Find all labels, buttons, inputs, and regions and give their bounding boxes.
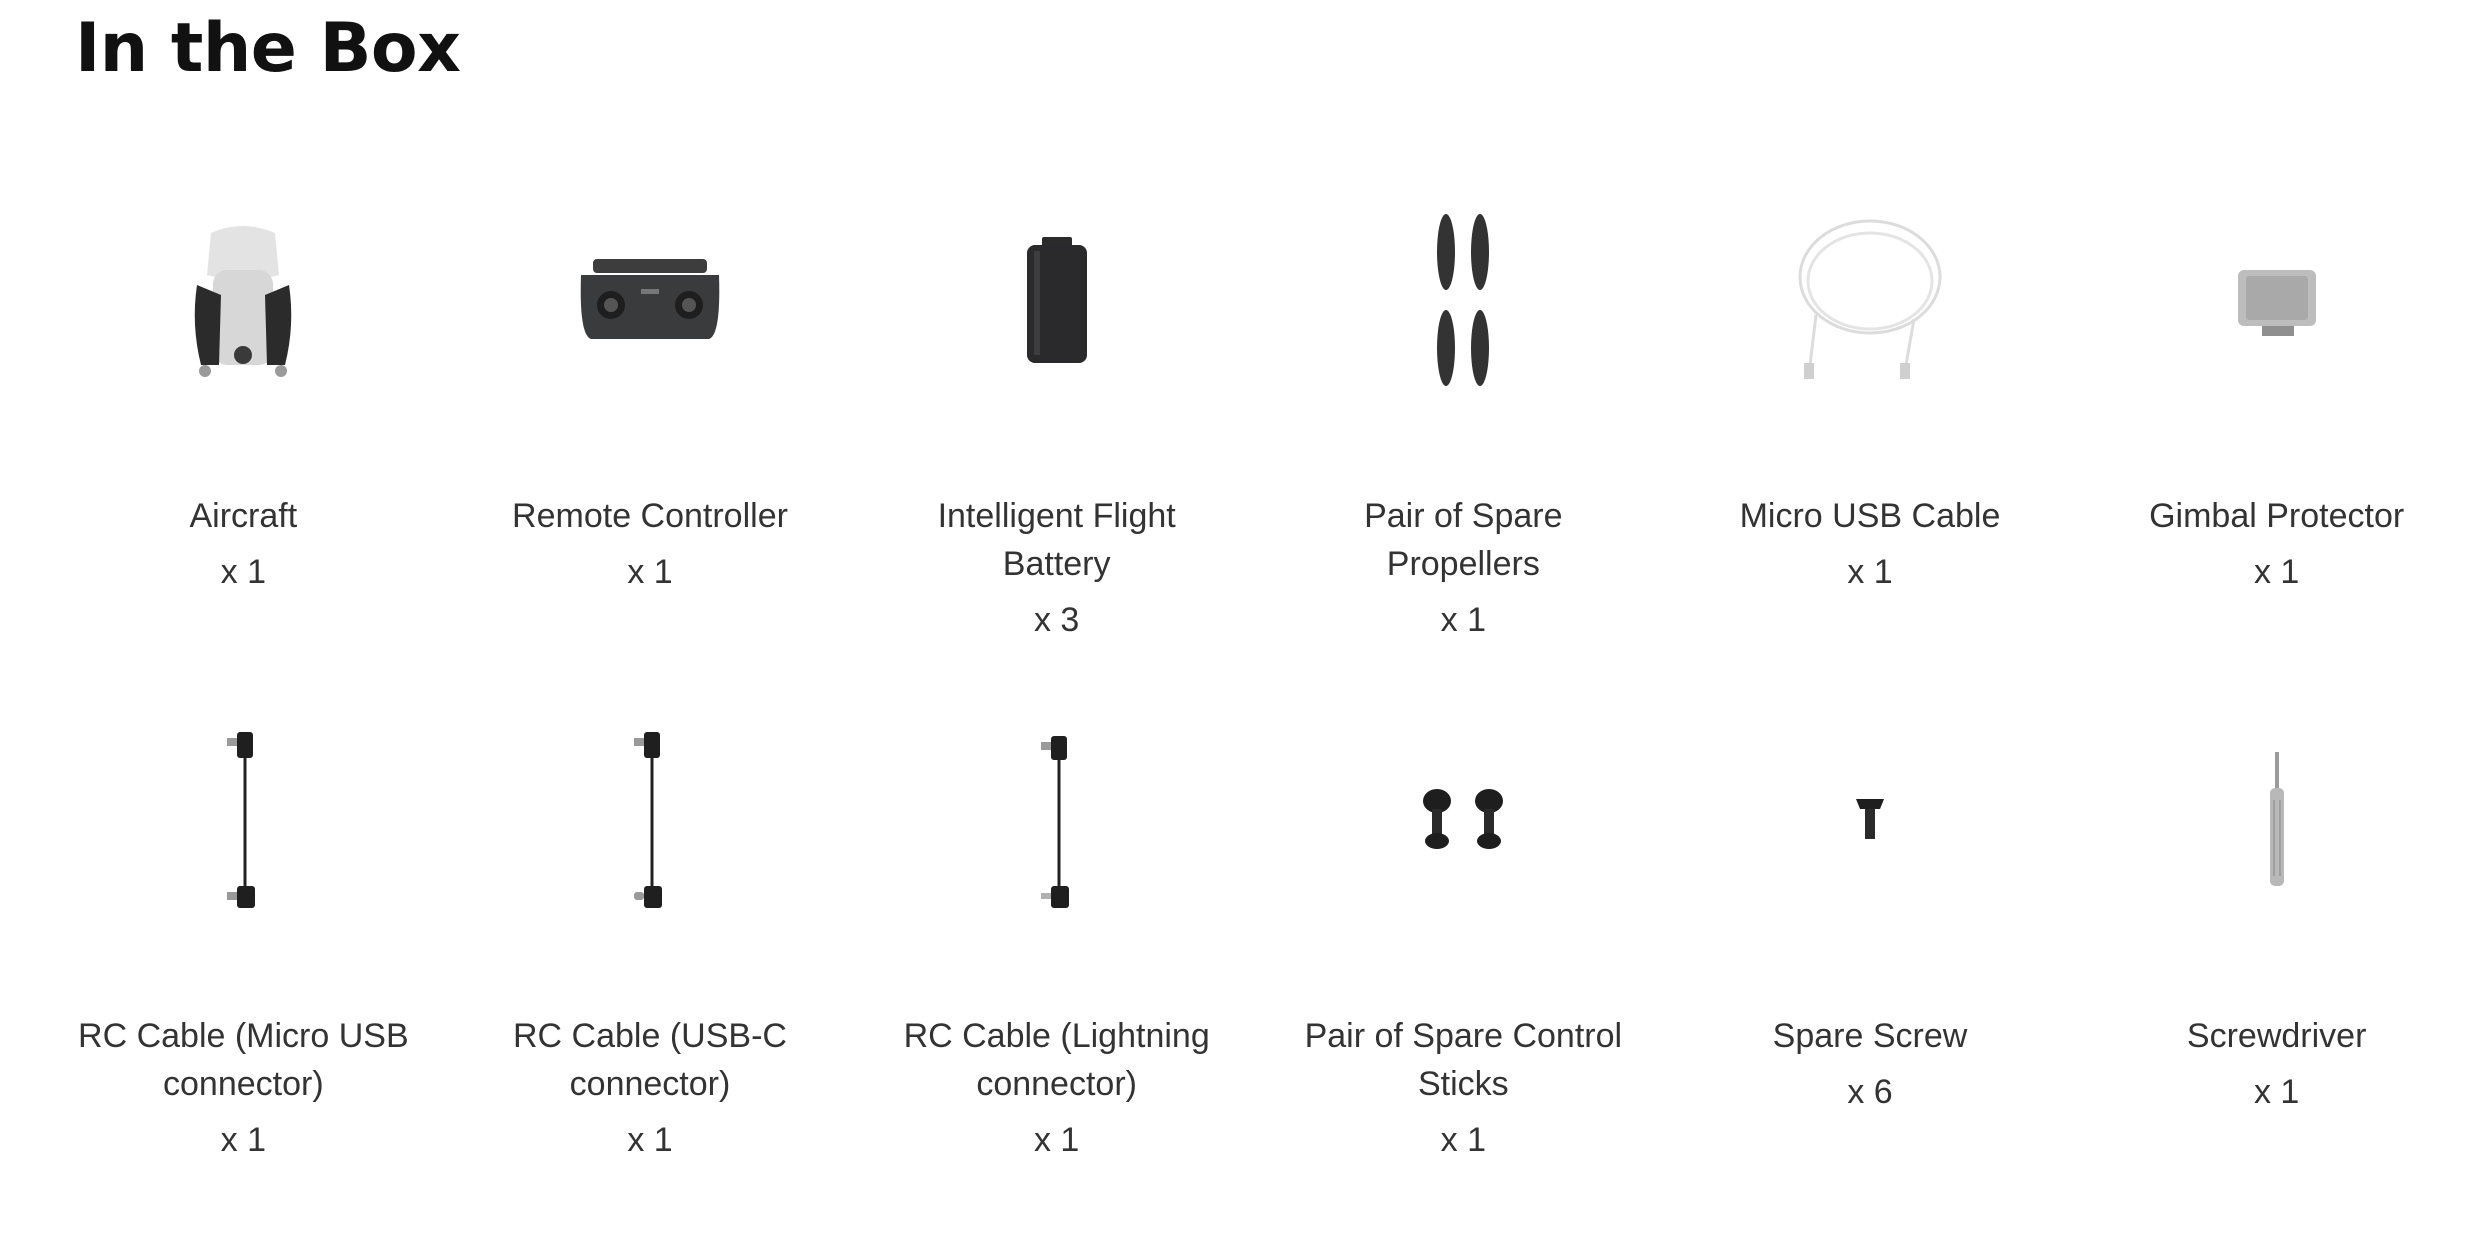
item-name: Pair of Spare Control Sticks [1304, 1017, 1623, 1103]
box-item-spare-control-sticks: Pair of Spare Control Sticks x 1 [1260, 690, 1667, 1210]
gimbal-protector-icon [2127, 170, 2427, 430]
rc-cable-icon [907, 690, 1207, 950]
usb-cable-icon [1720, 170, 2020, 430]
item-name: Screwdriver [2186, 1017, 2367, 1055]
box-item-gimbal-protector: Gimbal Protector x 1 [2073, 170, 2480, 690]
item-quantity: x 1 [220, 553, 266, 591]
item-name: RC Cable (Micro USB connector) [78, 1017, 409, 1103]
control-sticks-icon [1313, 690, 1613, 950]
item-name: RC Cable (Lightning connector) [903, 1017, 1210, 1103]
box-item-micro-usb-cable: Micro USB Cable x 1 [1667, 170, 2074, 690]
item-name: Remote Controller [512, 497, 788, 535]
item-name: Spare Screw [1772, 1017, 1968, 1055]
box-item-screwdriver: Screwdriver x 1 [2073, 690, 2480, 1210]
box-item-intelligent-flight-battery: Intelligent Flight Battery x 3 [853, 170, 1260, 690]
item-name: Gimbal Protector [2149, 497, 2405, 535]
item-quantity: x 1 [220, 1121, 266, 1159]
box-item-remote-controller: Remote Controller x 1 [447, 170, 854, 690]
box-item-aircraft: Aircraft x 1 [40, 170, 447, 690]
item-quantity: x 1 [2253, 1073, 2300, 1111]
remote-controller-icon [500, 170, 800, 430]
box-item-rc-cable-lightning: RC Cable (Lightning connector) x 1 [853, 690, 1260, 1210]
item-name: Intelligent Flight Battery [937, 497, 1176, 583]
rc-cable-icon [500, 690, 800, 950]
box-item-rc-cable-usb-c: RC Cable (USB-C connector) x 1 [447, 690, 854, 1210]
item-name: Aircraft [189, 497, 298, 535]
item-name: Pair of Spare Propellers [1364, 497, 1563, 583]
screwdriver-icon [2127, 690, 2427, 950]
item-quantity: x 1 [1033, 1121, 1080, 1159]
in-the-box-grid: Aircraft x 1 Remote Controller x 1 [40, 170, 2480, 1210]
item-quantity: x 6 [1847, 1073, 1893, 1111]
item-quantity: x 1 [2253, 553, 2300, 591]
item-quantity: x 3 [1033, 601, 1080, 639]
box-item-spare-screw: Spare Screw x 6 [1667, 690, 2074, 1210]
item-name: RC Cable (USB-C connector) [513, 1017, 787, 1103]
box-item-rc-cable-micro-usb: RC Cable (Micro USB connector) x 1 [40, 690, 447, 1210]
screw-icon [1720, 690, 2020, 950]
page-title: In the Box [75, 9, 461, 88]
item-quantity: x 1 [1847, 553, 1893, 591]
aircraft-icon [93, 170, 393, 430]
item-quantity: x 1 [627, 1121, 673, 1159]
battery-icon [907, 170, 1207, 430]
rc-cable-icon [93, 690, 393, 950]
item-name: Micro USB Cable [1739, 497, 2001, 535]
item-quantity: x 1 [1440, 1121, 1486, 1159]
box-item-spare-propellers: Pair of Spare Propellers x 1 [1260, 170, 1667, 690]
propellers-icon [1313, 170, 1613, 430]
item-quantity: x 1 [627, 553, 673, 591]
item-quantity: x 1 [1440, 601, 1486, 639]
